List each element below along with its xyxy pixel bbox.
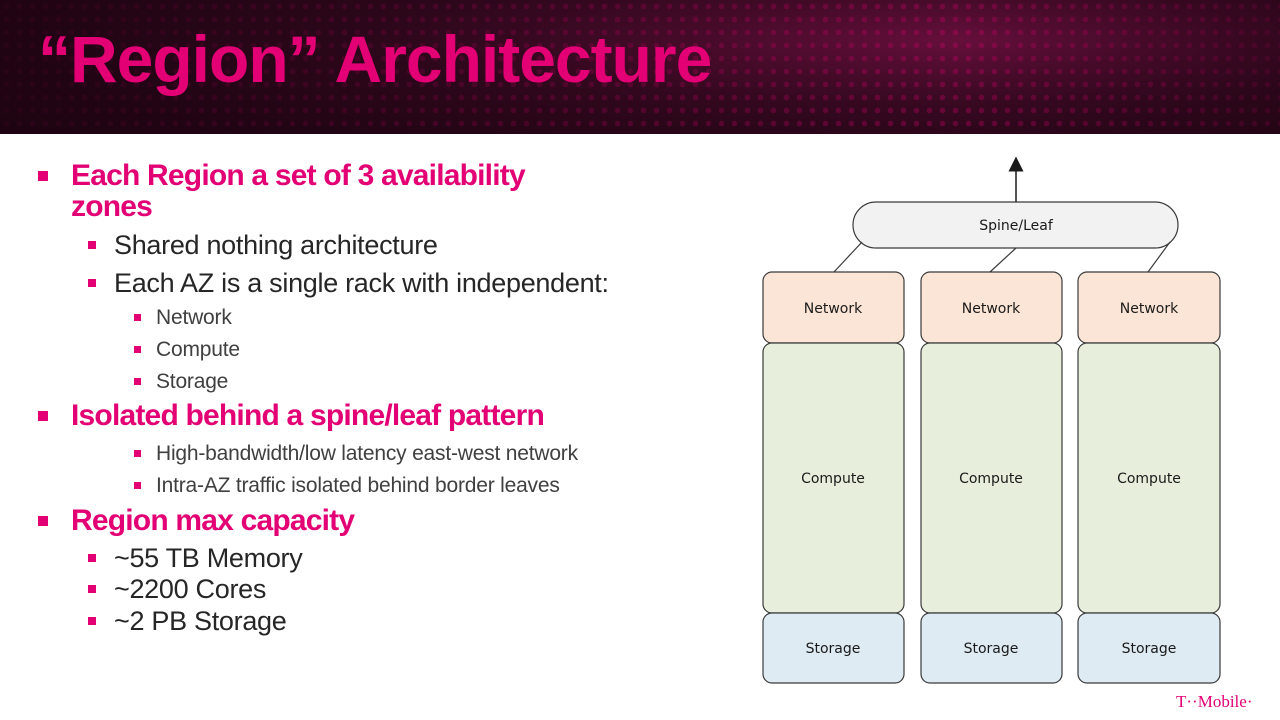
bullet-network: Network [134, 305, 232, 331]
region-diagram: Spine/Leaf Network Compute Storage Netwo… [762, 156, 1221, 684]
rack-3: Network Compute Storage [1077, 271, 1221, 684]
bullet-text: Network [156, 306, 232, 329]
bullet-marker [88, 617, 96, 625]
title-banner [0, 0, 1280, 134]
bullet-text: ~2 PB Storage [114, 606, 287, 636]
bullet-marker [88, 554, 96, 562]
bullet-marker [134, 314, 141, 321]
bullet-intra-az: Intra-AZ traffic isolated behind border … [134, 473, 560, 499]
bullet-cores: ~2200 Cores [88, 574, 267, 604]
storage-box [920, 612, 1063, 684]
bullet-marker [134, 482, 141, 489]
compute-label: Compute [959, 471, 1023, 487]
network-label: Network [1120, 301, 1179, 317]
uplink-line-2 [989, 247, 1017, 273]
bullet-text: High-bandwidth/low latency east-west net… [156, 442, 578, 465]
compute-label: Compute [801, 471, 865, 487]
rack-1: Network Compute Storage [762, 271, 905, 684]
bullet-text: ~55 TB Memory [114, 543, 303, 573]
banner-shade [0, 0, 1280, 134]
storage-label: Storage [806, 641, 861, 657]
bullet-shared-nothing: Shared nothing architecture [88, 230, 438, 260]
bullet-storage-capacity: ~2 PB Storage [88, 606, 287, 636]
rack-2: Network Compute Storage [920, 271, 1063, 684]
uplink-line-3 [1147, 241, 1171, 273]
bullet-marker [88, 241, 96, 249]
uplink-line-1 [833, 241, 863, 273]
bullet-marker [134, 378, 141, 385]
bullet-text: Shared nothing architecture [114, 230, 438, 260]
compute-label: Compute [1117, 471, 1181, 487]
bullet-text: Compute [156, 338, 240, 361]
bullet-text: Region max capacity [71, 504, 355, 537]
bullet-marker [134, 450, 141, 457]
bullet-marker [88, 585, 96, 593]
bullet-regions: Each Region a set of 3 availability zone… [38, 159, 526, 223]
spine-leaf-label: Spine/Leaf [979, 218, 1054, 234]
tmobile-logo: T··Mobile· [1176, 692, 1253, 711]
bullet-storage: Storage [134, 369, 229, 395]
bullet-marker [38, 516, 48, 526]
bullet-text: Each Region a set of 3 availability [71, 159, 526, 192]
bullet-bandwidth: High-bandwidth/low latency east-west net… [134, 441, 578, 467]
bullet-compute: Compute [134, 337, 240, 363]
bullet-text-continued: zones [71, 190, 153, 223]
bullet-capacity: Region max capacity [38, 504, 355, 537]
storage-box [762, 612, 905, 684]
bullet-text: Each AZ is a single rack with independen… [114, 268, 609, 298]
bullet-text: Storage [156, 370, 229, 393]
bullet-marker [134, 346, 141, 353]
bullet-memory: ~55 TB Memory [88, 543, 303, 573]
bullet-isolated: Isolated behind a spine/leaf pattern [38, 399, 545, 432]
page-title: “Region” Architecture [38, 22, 712, 96]
bullet-text: Intra-AZ traffic isolated behind border … [156, 474, 560, 497]
network-label: Network [962, 301, 1021, 317]
bullet-marker [88, 279, 96, 287]
storage-box [1077, 612, 1221, 684]
bullet-text: ~2200 Cores [114, 574, 267, 604]
bullet-marker [38, 411, 48, 421]
bullet-single-rack: Each AZ is a single rack with independen… [88, 268, 609, 298]
storage-label: Storage [964, 641, 1019, 657]
bullet-text: Isolated behind a spine/leaf pattern [71, 399, 545, 432]
bullet-list: Each Region a set of 3 availability zone… [38, 159, 609, 636]
storage-label: Storage [1122, 641, 1177, 657]
bullet-marker [38, 171, 48, 181]
network-label: Network [804, 301, 863, 317]
